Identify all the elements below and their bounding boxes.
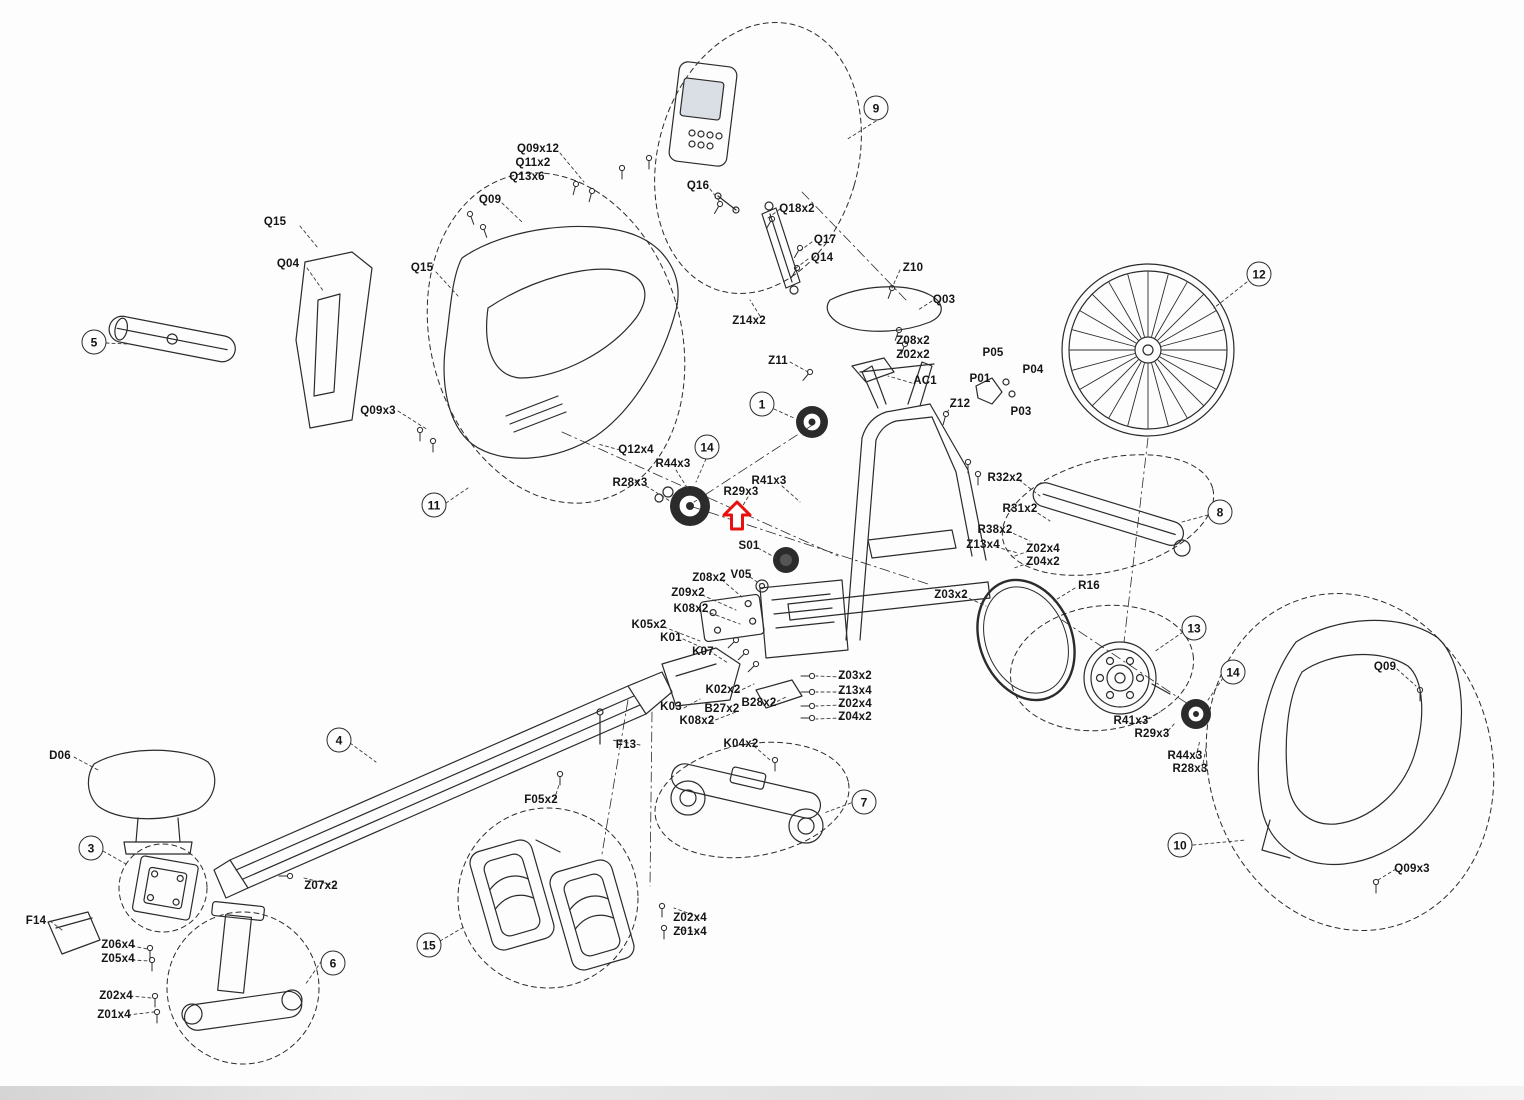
tension-bracket xyxy=(975,377,1016,405)
rear-handle xyxy=(1032,482,1191,557)
b-plate xyxy=(755,679,803,709)
f14-wedge xyxy=(47,911,101,955)
pedals xyxy=(469,839,635,971)
left-cover xyxy=(443,225,679,459)
highlight-arrow-icon xyxy=(722,500,752,531)
carriage-plate xyxy=(699,593,765,643)
s01-knob xyxy=(773,547,799,573)
rail xyxy=(213,671,673,899)
page-edge-band xyxy=(0,1086,1524,1100)
drive-pulley xyxy=(1083,641,1171,715)
idler-pulley-right xyxy=(1181,699,1211,729)
idler-pulley-left xyxy=(654,486,710,526)
pulley-1 xyxy=(796,406,828,438)
drive-belt xyxy=(976,578,1076,702)
front-bracket xyxy=(131,855,199,921)
group-ellipses xyxy=(118,22,1495,1065)
main-frame xyxy=(759,361,991,659)
f13-bolt xyxy=(596,708,604,745)
leader-lines xyxy=(49,120,1417,1016)
k-bracket-line xyxy=(675,663,717,677)
front-stabilizer xyxy=(670,763,824,844)
k-bracket xyxy=(661,647,741,707)
seat xyxy=(87,749,216,855)
handlebar xyxy=(108,315,236,363)
rear-stabilizer xyxy=(181,901,303,1031)
right-cover xyxy=(1257,619,1463,866)
v05-bushing xyxy=(755,579,769,593)
console xyxy=(668,61,801,295)
flywheel xyxy=(1061,263,1235,437)
seat-back-support xyxy=(826,286,942,332)
axis-lines xyxy=(561,191,1189,887)
side-panel xyxy=(295,251,373,429)
ac1-plate xyxy=(851,357,895,383)
